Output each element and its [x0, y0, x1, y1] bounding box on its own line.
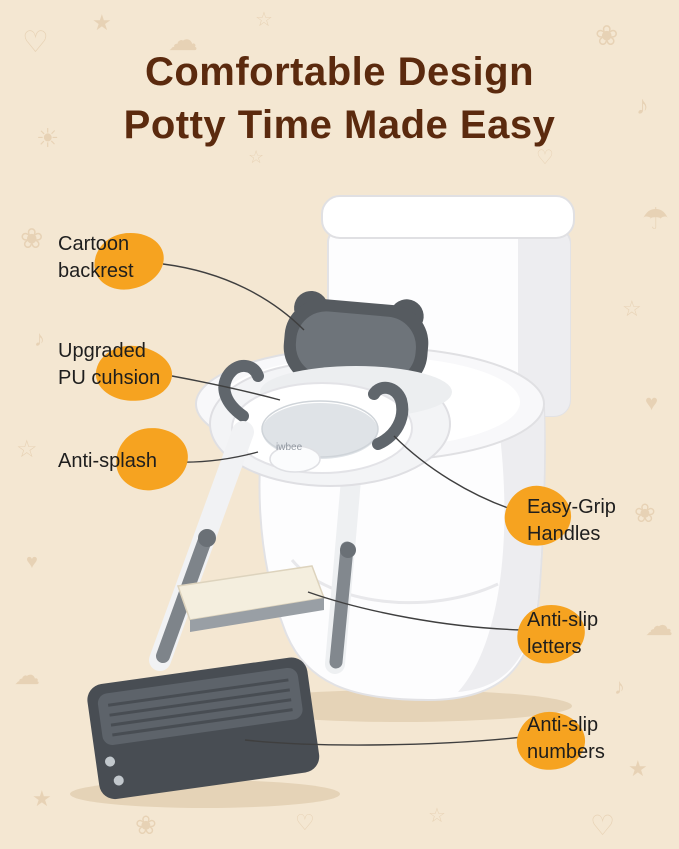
- callout-label: numbers: [527, 741, 605, 763]
- doodle-icon: ☆: [16, 436, 38, 463]
- doodle-icon: ★: [92, 10, 112, 35]
- callout-label: Upgraded: [58, 340, 146, 362]
- doodle-icon: ❀: [634, 498, 656, 528]
- callout-label: PU cuhsion: [58, 367, 161, 389]
- doodle-icon: ♥: [26, 551, 38, 573]
- doodle-icon: ☆: [428, 805, 446, 827]
- doodle-icon: ♪: [614, 674, 625, 699]
- doodle-icon: ☁: [645, 610, 673, 641]
- doodle-icon: ❀: [20, 223, 44, 254]
- callout-easy-grip-handles: Easy-Grip Handles: [501, 481, 616, 551]
- doodle-icon: ♡: [536, 147, 554, 169]
- callout-anti-slip-numbers: Anti-slip numbers: [514, 709, 605, 773]
- callout-label: Handles: [527, 523, 601, 545]
- grip-handles: [218, 360, 409, 450]
- doodle-icon: ☆: [622, 296, 642, 321]
- doodle-icon: ♡: [22, 26, 49, 59]
- title-line-1: Comfortable Design: [144, 50, 535, 94]
- doodle-icon: ☁: [14, 660, 40, 690]
- callout-label: backrest: [58, 260, 134, 282]
- brand-text: iwbee: [276, 442, 303, 453]
- doodle-icon: ☂: [642, 203, 669, 236]
- doodle-icon: ★: [32, 786, 52, 811]
- doodle-icon: ♪: [636, 90, 649, 120]
- title-line-2: Potty Time Made Easy: [123, 103, 556, 147]
- pu-cushion: [231, 382, 413, 474]
- doodle-icon: ♪: [34, 326, 45, 351]
- doodle-icon: ☆: [248, 147, 265, 167]
- callout-label: Easy-Grip: [527, 496, 616, 518]
- callout-cartoon-backrest: Cartoon backrest: [58, 228, 168, 294]
- doodle-icon: ♡: [295, 810, 315, 835]
- doodle-icon: ★: [628, 756, 648, 781]
- anti-splash-guard: [269, 445, 321, 473]
- callout-label: Anti-splash: [58, 450, 157, 472]
- page-title: Comfortable Design Potty Time Made Easy: [0, 50, 679, 148]
- callout-upgraded-pu-cushion: Upgraded PU cuhsion: [58, 338, 175, 405]
- footrest: [87, 657, 320, 800]
- callout-anti-slip-letters: Anti-slip letters: [514, 601, 599, 667]
- callout-label: Anti-slip: [527, 609, 599, 631]
- callout-label: letters: [527, 636, 582, 658]
- callout-label: Anti-slip: [527, 714, 599, 736]
- callout-anti-splash: Anti-splash: [58, 424, 191, 494]
- doodle-icon: ❀: [595, 20, 619, 51]
- doodle-icon: ♡: [590, 810, 616, 841]
- doodle-icon: ♥: [645, 390, 659, 415]
- doodle-icon: ☀: [36, 123, 60, 153]
- potty-seat: iwbee: [209, 290, 452, 487]
- callout-label: Cartoon: [58, 233, 130, 255]
- doodle-icon: ❀: [135, 810, 157, 840]
- doodle-icon: ☆: [255, 9, 273, 31]
- doodle-icon: ☁: [168, 24, 198, 57]
